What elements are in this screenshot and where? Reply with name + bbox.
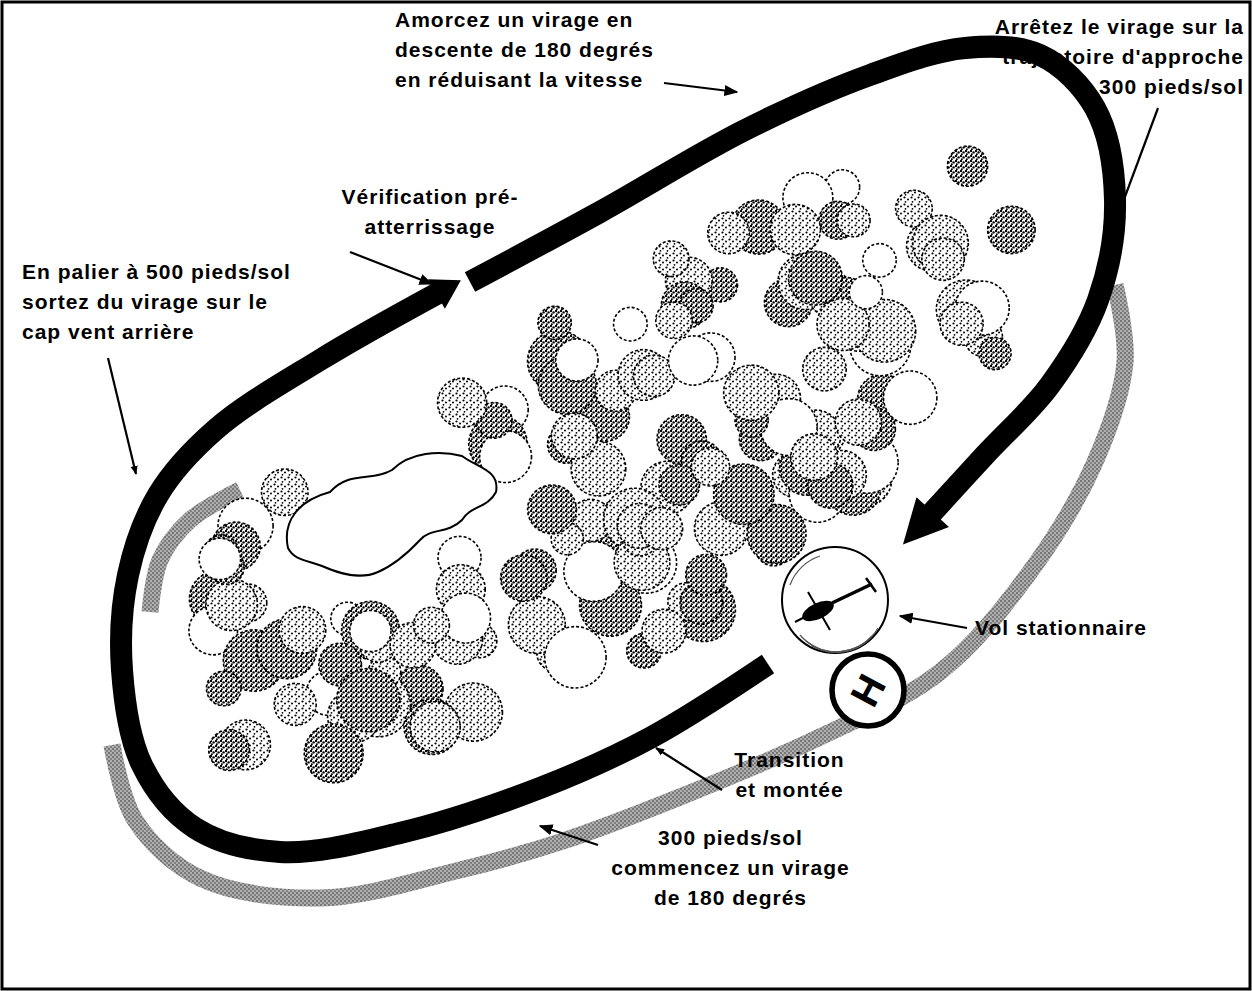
tree-clump: [686, 554, 727, 595]
tree-clump: [724, 365, 779, 420]
tree-clump: [653, 241, 689, 277]
tree-clump: [414, 607, 450, 643]
tree-clump: [438, 378, 487, 427]
leader-lines: [108, 83, 1158, 845]
tree-clump: [668, 336, 717, 385]
tree-clump: [304, 724, 363, 783]
arrowhead: [903, 497, 949, 544]
hover-circle: [782, 547, 888, 653]
tree-clump: [988, 206, 1035, 253]
tree-clump: [528, 485, 577, 534]
tree-clump: [206, 579, 258, 631]
tree-clump: [691, 448, 729, 486]
tree-clump: [947, 146, 987, 186]
gray-band: [112, 285, 1125, 898]
black-path: [121, 292, 768, 852]
tree-clump: [884, 371, 937, 424]
tree-clump: [556, 339, 598, 381]
tree-clump: [641, 508, 683, 550]
tree-clump: [209, 730, 250, 771]
callout-label: Transition et montée: [727, 745, 852, 805]
tree-clump: [279, 607, 326, 654]
tree-clump: [337, 669, 400, 732]
callout-label: En palier à 500 pieds/sol sortez du vira…: [22, 257, 294, 347]
callout-label: Arrêtez le virage sur la trajectoire d'a…: [978, 12, 1244, 102]
tree-clump: [199, 538, 240, 579]
forest: [189, 146, 1035, 783]
lake: [287, 453, 497, 576]
arrowhead: [428, 279, 461, 309]
tree-clump: [837, 204, 870, 237]
tree-clump: [863, 244, 896, 277]
gray-track: [112, 285, 1125, 898]
tree-clump: [789, 251, 843, 305]
tree-clump: [708, 212, 750, 254]
black-path: [470, 47, 1115, 515]
tree-clump: [770, 204, 820, 254]
tree-clump: [206, 671, 241, 706]
tree-clump: [849, 276, 882, 309]
tree-clump: [538, 306, 571, 339]
tree-clump: [979, 337, 1011, 369]
tree-clump: [501, 555, 547, 601]
tree-clump: [350, 610, 391, 651]
callout-label: Vérification pré-atterrissage: [340, 182, 520, 242]
callout-label: Amorcez un virage en descente de 180 deg…: [395, 5, 665, 95]
tree-clump: [551, 413, 597, 459]
tree-clump: [441, 593, 491, 643]
helipad-circle: H: [828, 650, 908, 730]
tree-clump: [410, 702, 460, 752]
black-track: [121, 47, 1115, 853]
callout-label: 300 pieds/sol commencez un virage de 180…: [603, 823, 858, 913]
tree-clump: [404, 699, 459, 754]
helipad-letter: H: [841, 667, 894, 714]
tree-clump: [922, 238, 964, 280]
tree-clump: [803, 347, 847, 391]
tree-clump: [642, 609, 686, 653]
tree-clump: [656, 302, 692, 338]
tree-clump: [835, 399, 881, 445]
tree-clump: [940, 302, 983, 345]
tree-clump: [791, 434, 838, 481]
tree-clump: [614, 307, 648, 341]
tree-clump: [545, 627, 606, 688]
tree-clump: [274, 683, 316, 725]
callout-label: Vol stationnaire: [975, 613, 1215, 643]
